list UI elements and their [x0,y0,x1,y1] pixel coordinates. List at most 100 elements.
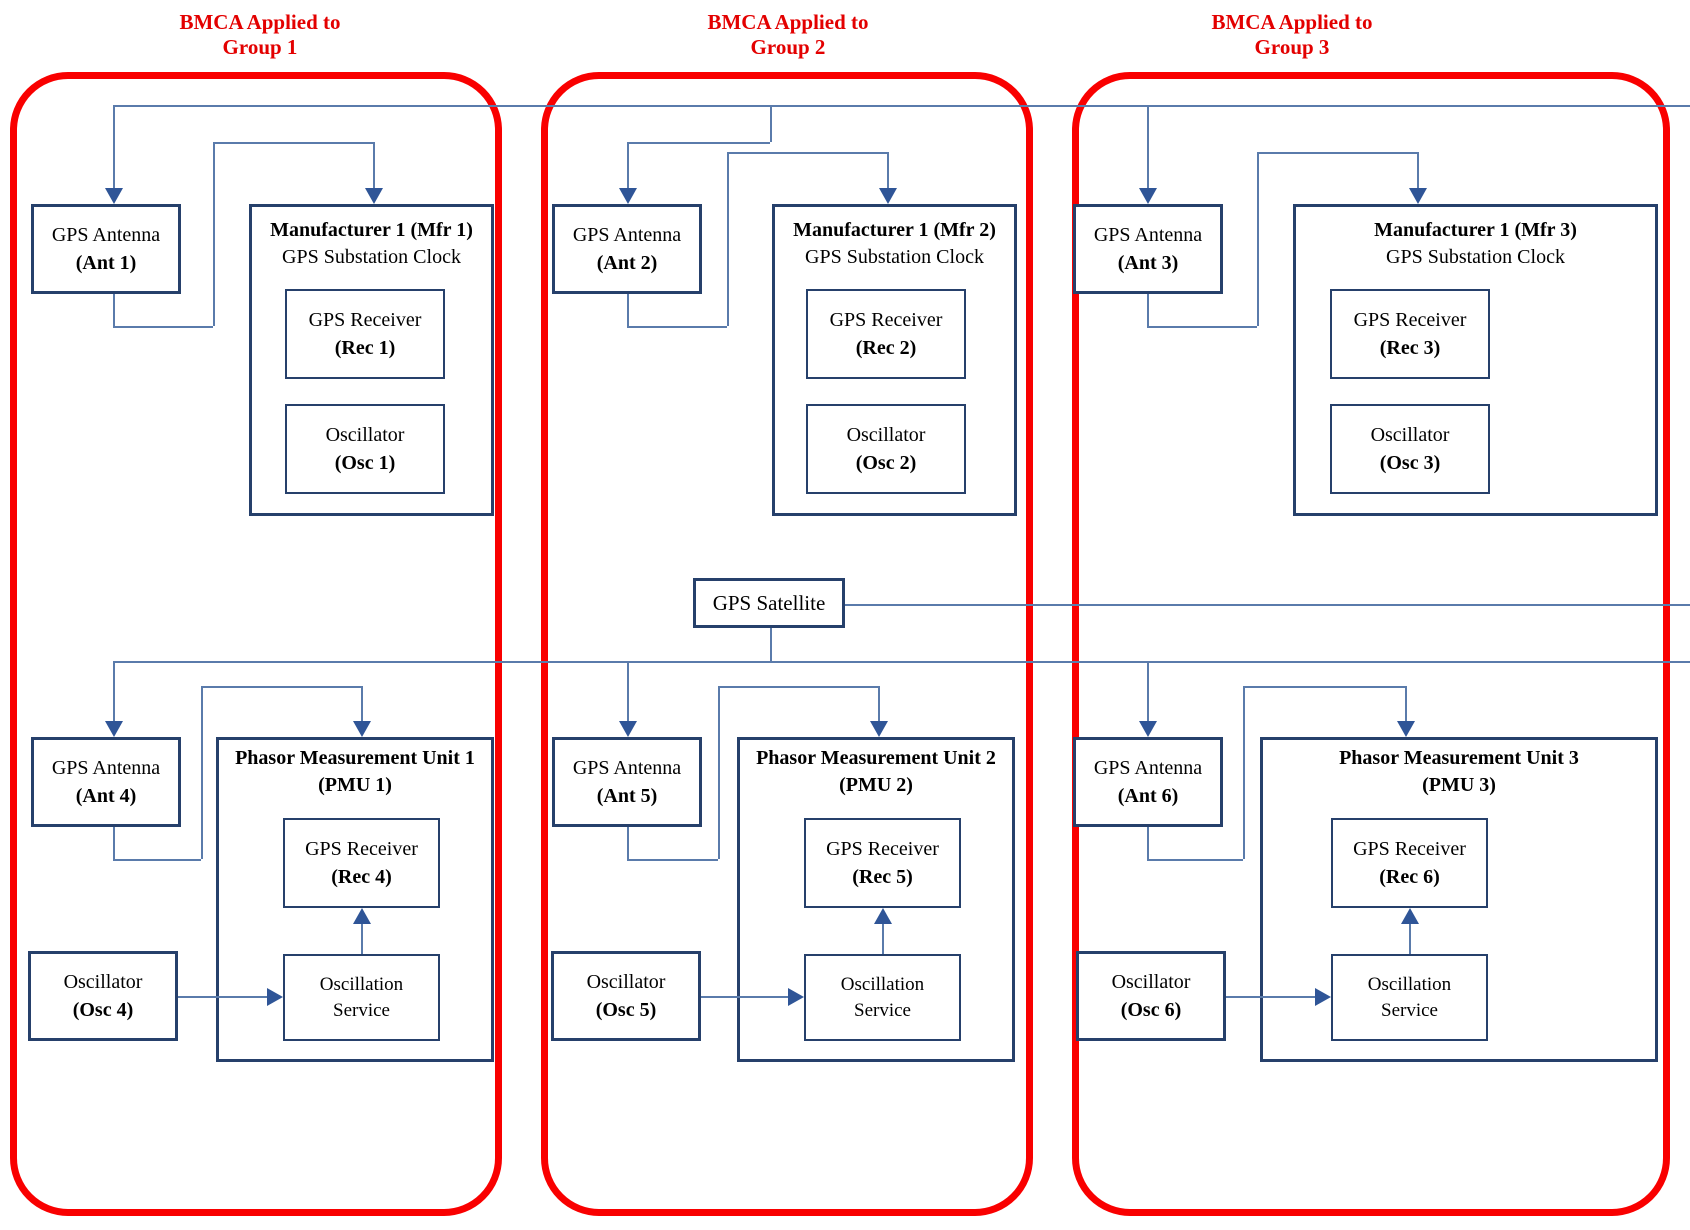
ant4-exit-down [113,827,115,859]
ant4-riser [201,686,203,859]
gps-antenna-5-label: GPS Antenna [572,757,682,779]
ant6-exit-right [1147,859,1243,861]
ant5-riser [718,686,720,859]
gps-receiver-6-label: GPS Receiver [1353,838,1466,860]
substation-clock-3-title: Manufacturer 1 (Mfr 3) [1374,219,1577,241]
gps-receiver-3-label: GPS Receiver [1353,309,1467,331]
external-oscillator-4-label: Oscillator [63,971,143,993]
ant3-riser [1257,152,1259,326]
arrow-to-mfr1 [365,188,383,204]
external-oscillator-5[interactable]: Oscillator (Osc 5) [551,951,701,1041]
gps-antenna-5[interactable]: GPS Antenna (Ant 5) [552,737,702,827]
gps-receiver-3[interactable]: GPS Receiver (Rec 3) [1330,289,1490,379]
external-oscillator-4[interactable]: Oscillator (Osc 4) [28,951,178,1041]
pmu-2-subtitle: (PMU 2) [839,774,913,796]
arrow-to-ant6 [1139,721,1157,737]
bmca-group-capsule-2 [541,72,1033,1216]
gps-receiver-6[interactable]: GPS Receiver (Rec 6) [1331,818,1488,908]
arrow-to-mfr2 [879,188,897,204]
arrow-to-rec5 [874,908,892,924]
oscsvc1-to-rec4-line [361,924,363,954]
pmu-3-subtitle: (PMU 3) [1422,774,1496,796]
oscillation-service-1-line1: Oscillation [319,973,404,995]
substation-clock-3-heading: Manufacturer 1 (Mfr 3) GPS Substation Cl… [1293,217,1658,271]
oscsvc2-to-rec5-line [882,924,884,954]
external-oscillator-6[interactable]: Oscillator (Osc 6) [1076,951,1226,1041]
arrow-to-ant1 [105,188,123,204]
ant1-exit-down [113,294,115,326]
pmu3-drop [1405,686,1407,721]
oscillation-service-3-line2: Service [1381,999,1438,1021]
gps-antenna-6[interactable]: GPS Antenna (Ant 6) [1073,737,1223,827]
gps-receiver-4-label: GPS Receiver [305,838,418,860]
gps-antenna-5-id: (Ant 5) [596,785,658,807]
ant3-to-mfr3-top [1257,152,1417,154]
arrow-to-ant4 [105,721,123,737]
pmu2-drop [878,686,880,721]
arrow-to-oscillation-service-1 [267,988,283,1006]
gps-satellite[interactable]: GPS Satellite [693,578,845,628]
oscillation-service-2[interactable]: Oscillation Service [804,954,961,1041]
ant3-exit-down [1147,294,1149,326]
gps-receiver-5-id: (Rec 5) [852,866,913,888]
gps-receiver-2-id: (Rec 2) [855,337,917,359]
trunk-drop-ant4 [113,661,115,724]
substation-clock-1-subtitle: GPS Substation Clock [282,246,461,268]
oscillator-3-label: Oscillator [1370,424,1450,446]
substation-clock-3-subtitle: GPS Substation Clock [1386,246,1565,268]
pmu-1-subtitle: (PMU 1) [318,774,392,796]
oscillator-1-label: Oscillator [325,424,405,446]
mfr2-drop [887,152,889,190]
arrow-to-mfr3 [1409,188,1427,204]
oscillator-2[interactable]: Oscillator (Osc 2) [806,404,966,494]
pmu-3-title: Phasor Measurement Unit 3 [1339,747,1579,769]
gps-receiver-5[interactable]: GPS Receiver (Rec 5) [804,818,961,908]
arrow-to-pmu3 [1397,721,1415,737]
oscillator-2-label: Oscillator [846,424,926,446]
oscillation-service-1[interactable]: Oscillation Service [283,954,440,1041]
gps-receiver-2[interactable]: GPS Receiver (Rec 2) [806,289,966,379]
substation-clock-2-subtitle: GPS Substation Clock [805,246,984,268]
external-oscillator-6-label: Oscillator [1111,971,1191,993]
gps-receiver-4[interactable]: GPS Receiver (Rec 4) [283,818,440,908]
trunk-drop-ant2 [627,142,629,190]
trunk-drop-ant6 [1147,661,1149,724]
pmu-2-heading: Phasor Measurement Unit 2 (PMU 2) [737,745,1015,799]
oscillation-service-3[interactable]: Oscillation Service [1331,954,1488,1041]
osc6-to-service-line [1226,996,1316,998]
gps-antenna-4[interactable]: GPS Antenna (Ant 4) [31,737,181,827]
arrow-to-rec4 [353,908,371,924]
gps-antenna-2[interactable]: GPS Antenna (Ant 2) [552,204,702,294]
oscillation-service-2-line2: Service [854,999,911,1021]
arrow-to-rec6 [1401,908,1419,924]
arrow-to-pmu1 [353,721,371,737]
gps-antenna-4-label: GPS Antenna [51,757,161,779]
gps-receiver-1[interactable]: GPS Receiver (Rec 1) [285,289,445,379]
gps-antenna-4-id: (Ant 4) [75,785,137,807]
bmca-group-capsule-3 [1072,72,1670,1216]
group-title-3: BMCA Applied to Group 3 [1211,10,1373,59]
ant4-exit-right [113,859,201,861]
gps-receiver-2-label: GPS Receiver [829,309,943,331]
gps-receiver-5-label: GPS Receiver [826,838,939,860]
pmu-1-title: Phasor Measurement Unit 1 [235,747,475,769]
arrow-to-ant2 [619,188,637,204]
gps-receiver-1-label: GPS Receiver [308,309,422,331]
ant1-exit-right [113,326,213,328]
gps-satellite-label: GPS Satellite [712,591,826,615]
gps-antenna-1[interactable]: GPS Antenna (Ant 1) [31,204,181,294]
group-title-1: BMCA Applied to Group 1 [179,10,341,59]
ant6-exit-down [1147,827,1149,859]
pmu1-drop [361,686,363,721]
oscillator-3[interactable]: Oscillator (Osc 3) [1330,404,1490,494]
gps-antenna-3[interactable]: GPS Antenna (Ant 3) [1073,204,1223,294]
bmca-group-capsule-1 [10,72,502,1216]
gps-antenna-6-label: GPS Antenna [1093,757,1203,779]
top-trunk-line [113,105,1690,107]
pmu-2-title: Phasor Measurement Unit 2 [756,747,996,769]
substation-clock-2-heading: Manufacturer 1 (Mfr 2) GPS Substation Cl… [772,217,1017,271]
oscillator-1[interactable]: Oscillator (Osc 1) [285,404,445,494]
oscillation-service-1-line2: Service [333,999,390,1021]
mfr3-drop [1417,152,1419,190]
